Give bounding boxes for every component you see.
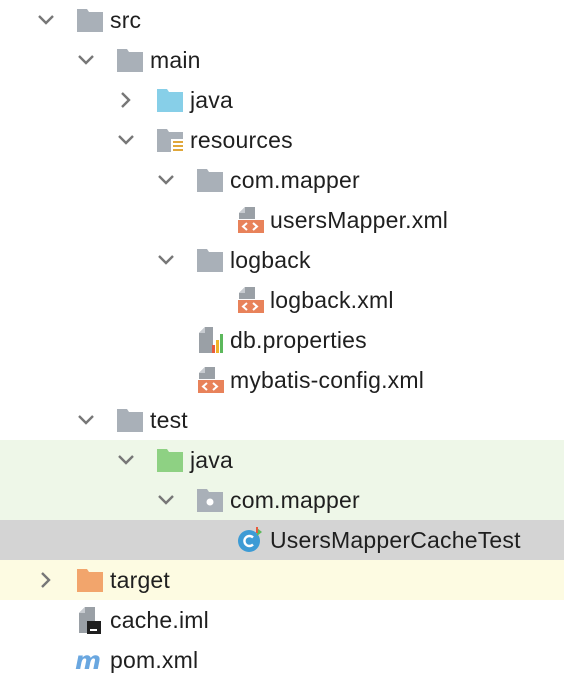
chevron-down-icon[interactable] bbox=[154, 168, 178, 192]
package-icon bbox=[195, 485, 225, 515]
tree-node-label: mybatis-config.xml bbox=[230, 367, 425, 393]
iml-file-icon bbox=[75, 605, 105, 635]
tree-node-target[interactable]: target bbox=[0, 560, 564, 600]
folder-icon bbox=[75, 5, 105, 35]
properties-file-icon bbox=[195, 325, 225, 355]
tree-node-label: usersMapper.xml bbox=[270, 207, 449, 233]
tree-node-label: logback.xml bbox=[270, 287, 394, 313]
tree-node-label: cache.iml bbox=[110, 607, 209, 633]
tree-node-label: pom.xml bbox=[110, 647, 199, 673]
tree-node-usersmapper-xml[interactable]: usersMapper.xml bbox=[0, 200, 564, 240]
chevron-right-icon[interactable] bbox=[34, 568, 58, 592]
folder-icon bbox=[195, 165, 225, 195]
chevron-right-icon[interactable] bbox=[114, 88, 138, 112]
tree-node-test[interactable]: test bbox=[0, 400, 564, 440]
tree-node-src[interactable]: src bbox=[0, 0, 564, 40]
tree-node-label: db.properties bbox=[230, 327, 367, 353]
tree-node-label: src bbox=[110, 7, 142, 33]
tree-node-label: test bbox=[150, 407, 188, 433]
chevron-down-icon[interactable] bbox=[114, 128, 138, 152]
tree-node-db-properties[interactable]: db.properties bbox=[0, 320, 564, 360]
tree-node-cache-iml[interactable]: cache.iml bbox=[0, 600, 564, 640]
tree-node-mybatis-config-xml[interactable]: mybatis-config.xml bbox=[0, 360, 564, 400]
excluded-folder-icon bbox=[75, 565, 105, 595]
folder-icon bbox=[115, 405, 145, 435]
maven-icon: m bbox=[75, 645, 105, 675]
tree-node-label: logback bbox=[230, 247, 311, 273]
resources-folder-icon bbox=[155, 125, 185, 155]
chevron-down-icon[interactable] bbox=[154, 248, 178, 272]
chevron-down-icon[interactable] bbox=[74, 408, 98, 432]
svg-text:m: m bbox=[75, 646, 101, 675]
tree-node-usersmappercachetest[interactable]: UsersMapperCacheTest bbox=[0, 520, 564, 560]
tree-node-res-com-mapper[interactable]: com.mapper bbox=[0, 160, 564, 200]
xml-file-icon bbox=[235, 205, 265, 235]
chevron-down-icon[interactable] bbox=[114, 448, 138, 472]
tree-node-label: com.mapper bbox=[230, 167, 360, 193]
folder-icon bbox=[115, 45, 145, 75]
tree-node-main-java[interactable]: java bbox=[0, 80, 564, 120]
tree-node-main[interactable]: main bbox=[0, 40, 564, 80]
xml-file-icon bbox=[195, 365, 225, 395]
tree-node-test-com-mapper[interactable]: com.mapper bbox=[0, 480, 564, 520]
xml-file-icon bbox=[235, 285, 265, 315]
tree-node-logback[interactable]: logback bbox=[0, 240, 564, 280]
tree-node-pom-xml[interactable]: m pom.xml bbox=[0, 640, 564, 680]
tree-node-label: main bbox=[150, 47, 201, 73]
test-class-icon bbox=[235, 525, 265, 555]
tree-node-label: UsersMapperCacheTest bbox=[270, 527, 521, 553]
chevron-down-icon[interactable] bbox=[154, 488, 178, 512]
tree-node-label: java bbox=[190, 87, 233, 113]
chevron-down-icon[interactable] bbox=[34, 8, 58, 32]
source-folder-icon bbox=[155, 85, 185, 115]
test-source-folder-icon bbox=[155, 445, 185, 475]
tree-node-test-java[interactable]: java bbox=[0, 440, 564, 480]
tree-node-label: com.mapper bbox=[230, 487, 360, 513]
tree-node-label: java bbox=[190, 447, 233, 473]
chevron-down-icon[interactable] bbox=[74, 48, 98, 72]
folder-icon bbox=[195, 245, 225, 275]
tree-node-label: resources bbox=[190, 127, 293, 153]
tree-node-logback-xml[interactable]: logback.xml bbox=[0, 280, 564, 320]
tree-node-resources[interactable]: resources bbox=[0, 120, 564, 160]
tree-node-label: target bbox=[110, 567, 171, 593]
